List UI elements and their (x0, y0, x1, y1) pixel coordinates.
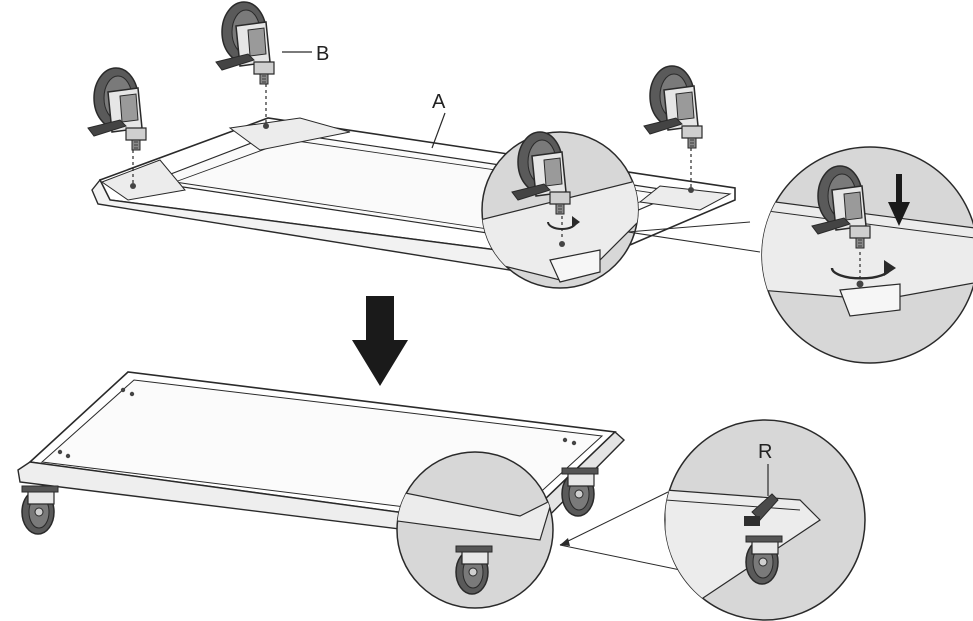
label-frame: A (431, 91, 446, 149)
caster-wheel-3 (643, 65, 703, 149)
rotate-clockwise-icon (830, 260, 896, 280)
caster-wheel-2 (215, 1, 275, 85)
zoom-detail-mounted (396, 451, 554, 609)
zoom-detail-corner (481, 131, 639, 289)
caster-wheel-5 (561, 467, 599, 517)
svg-text:A: A (432, 91, 446, 113)
svg-text:B: B (316, 43, 329, 65)
caster-wheel-4 (21, 485, 59, 535)
arrow-down-icon (888, 174, 910, 226)
zoom-detail-brake (664, 419, 866, 621)
caster-wheel-1 (87, 67, 147, 151)
svg-text:R: R (758, 441, 772, 463)
rotate-clockwise-icon (547, 216, 580, 230)
zoom-detail-enlarged (761, 146, 973, 364)
label-brake: R (758, 441, 772, 496)
frame-top (91, 84, 736, 281)
brake-lever (744, 493, 779, 526)
label-caster: B (282, 43, 329, 65)
arrow-down-icon (352, 296, 408, 386)
